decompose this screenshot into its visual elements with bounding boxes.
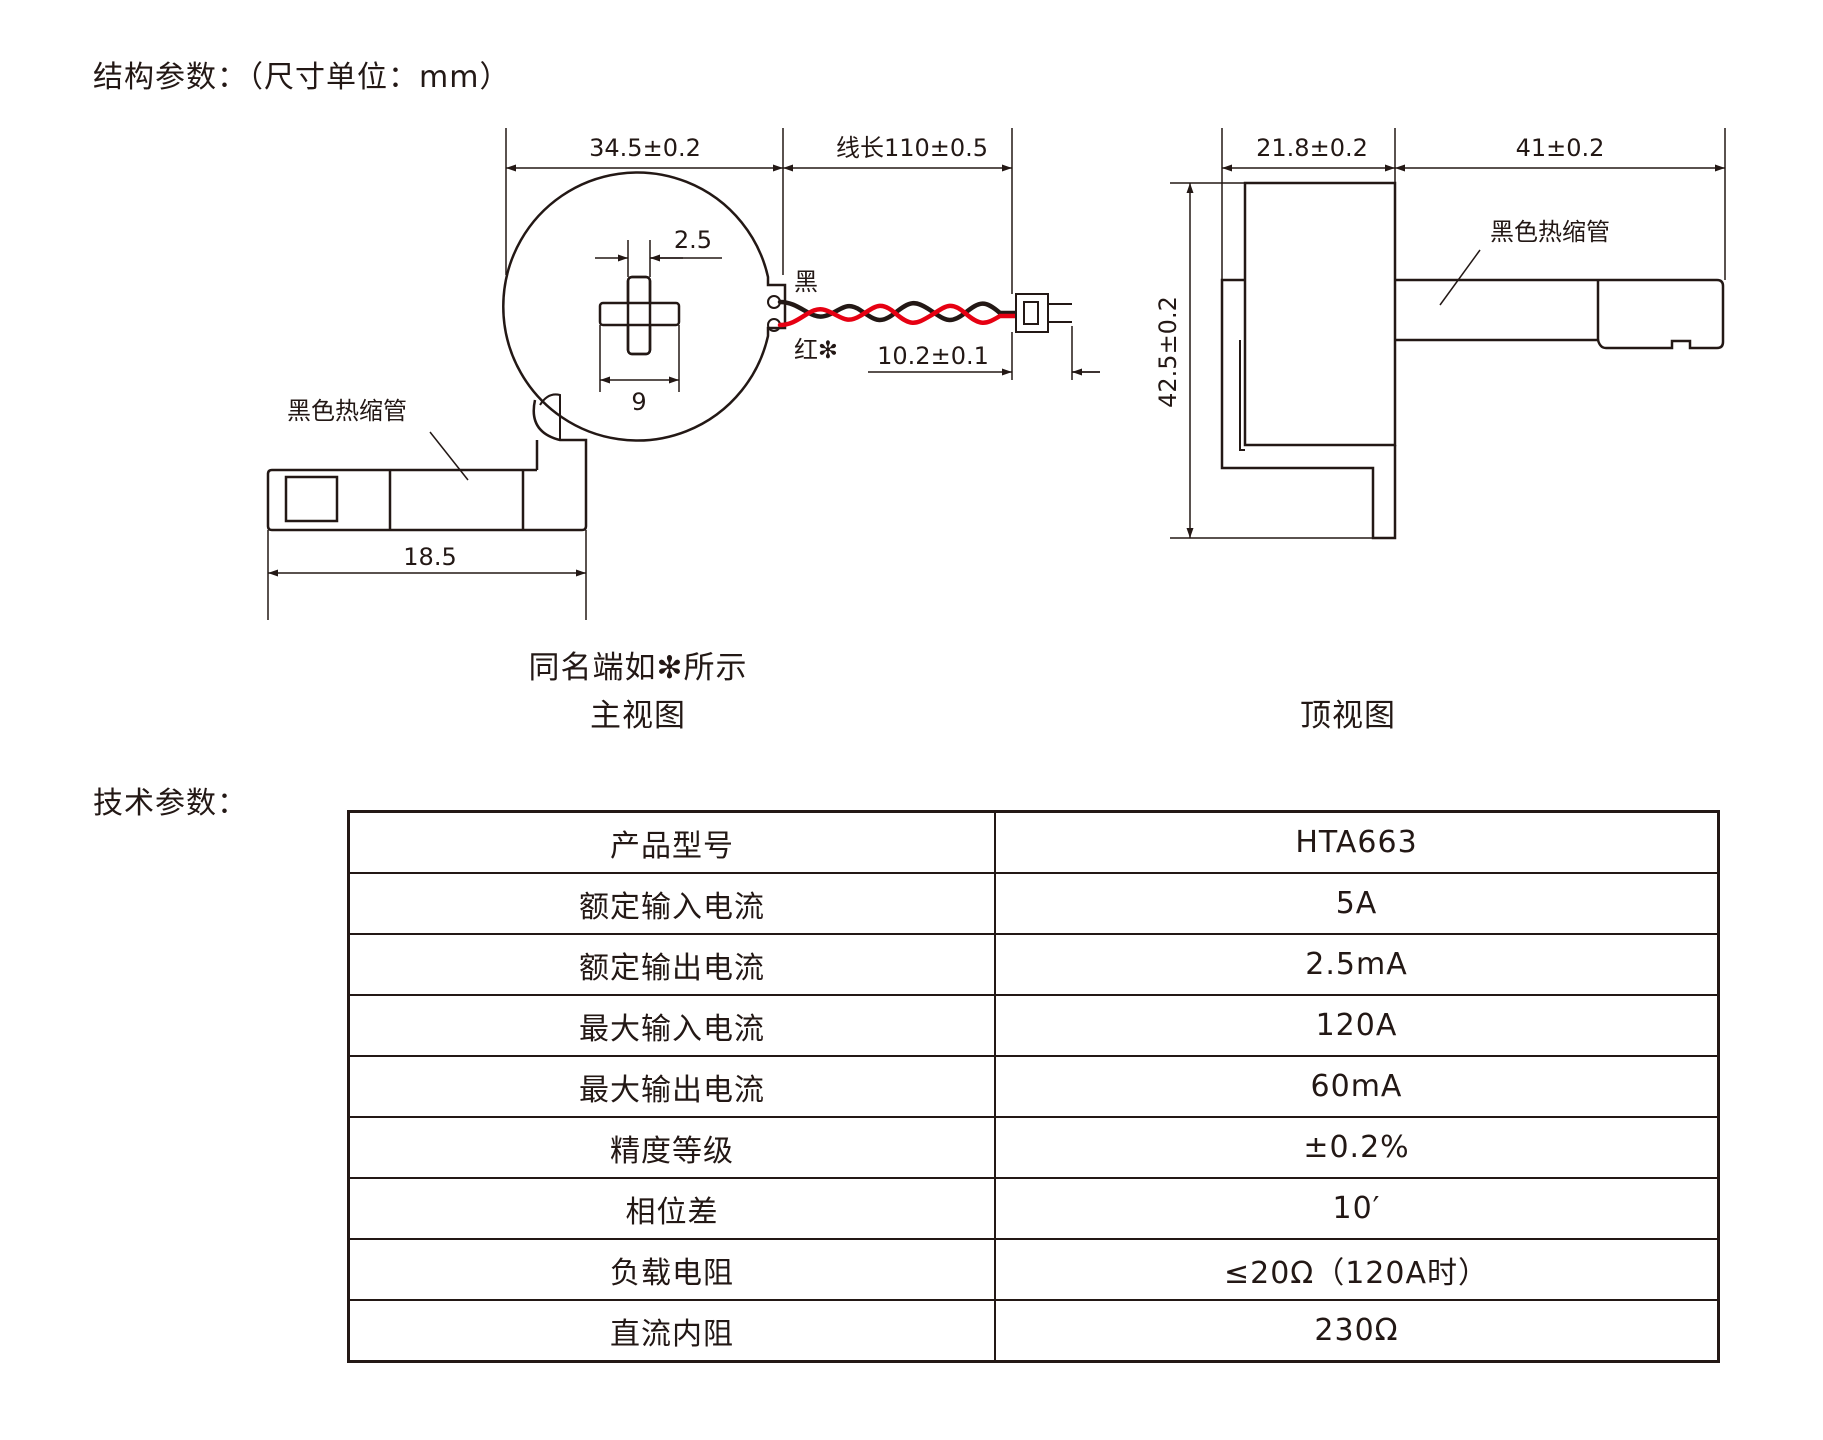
dim-outer-diameter: 34.5±0.2: [589, 134, 701, 162]
top-view-leg: [1395, 278, 1725, 350]
dim-wire-length: 线长110±0.5: [836, 134, 988, 162]
param-value: 230Ω: [994, 1299, 1720, 1363]
table-row: 精度等级 ±0.2%: [347, 1116, 1720, 1179]
param-value: 2.5mA: [994, 933, 1720, 996]
main-view-dimensions: [267, 128, 1100, 620]
top-view-dimensions: [1170, 128, 1726, 539]
technical-drawings: 34.5±0.2 线长110±0.5 2.5 9 10.2±0.1 18.5 黑…: [266, 128, 1726, 620]
param-value: 10′: [994, 1177, 1720, 1240]
table-row: 最大输出电流 60mA: [347, 1055, 1720, 1118]
dim-top-height: 42.5±0.2: [1154, 296, 1182, 408]
spec-table: 产品型号 HTA663 额定输入电流 5A 额定输出电流 2.5mA 最大输入电…: [347, 810, 1720, 1363]
centre-slot: [598, 275, 681, 356]
main-view-note: 同名端如✻所示: [528, 650, 748, 686]
param-name: 产品型号: [347, 810, 996, 874]
table-row: 最大输入电流 120A: [347, 994, 1720, 1057]
top-view-body: [1220, 181, 1397, 540]
dim-top-leg: 41±0.2: [1516, 134, 1605, 162]
dim-slot-width: 2.5: [674, 226, 712, 254]
param-value: HTA663: [994, 810, 1720, 874]
label-red-wire: 红✻: [794, 336, 838, 364]
sleeve-leader-main: [429, 431, 469, 481]
param-name: 最大输入电流: [347, 994, 996, 1057]
tech-heading: 技术参数：: [93, 786, 248, 821]
table-row: 额定输出电流 2.5mA: [347, 933, 1720, 996]
main-view-caption: 主视图: [590, 698, 686, 734]
main-view-labels: 34.5±0.2 线长110±0.5 2.5 9 10.2±0.1 18.5 黑…: [287, 134, 989, 571]
table-row: 额定输入电流 5A: [347, 872, 1720, 935]
main-view-drawing: [266, 171, 1072, 532]
main-view-leg: [266, 393, 588, 532]
param-name: 额定输入电流: [347, 872, 996, 935]
wire-connector: [1015, 293, 1072, 333]
table-row: 产品型号 HTA663: [347, 810, 1720, 874]
param-name: 直流内阻: [347, 1299, 996, 1363]
top-view-caption: 顶视图: [1300, 698, 1396, 734]
dim-leg-length: 18.5: [403, 543, 456, 571]
label-sleeve-top: 黑色热缩管: [1490, 218, 1610, 246]
param-name: 最大输出电流: [347, 1055, 996, 1118]
label-sleeve-main: 黑色热缩管: [287, 397, 407, 425]
table-row: 相位差 10′: [347, 1177, 1720, 1240]
twisted-wires: [777, 299, 1021, 328]
structure-heading: 结构参数：（尺寸单位：mm）: [93, 60, 511, 95]
param-value: ≤20Ω（120A时）: [994, 1238, 1720, 1301]
param-value: 60mA: [994, 1055, 1720, 1118]
param-value: 5A: [994, 872, 1720, 935]
sleeve-leader-top: [1439, 249, 1481, 306]
label-black-wire: 黑: [794, 268, 818, 296]
table-row: 直流内阻 230Ω: [347, 1299, 1720, 1363]
dim-connector: 10.2±0.1: [877, 342, 989, 370]
param-name: 相位差: [347, 1177, 996, 1240]
param-name: 精度等级: [347, 1116, 996, 1179]
param-name: 负载电阻: [347, 1238, 996, 1301]
table-row: 负载电阻 ≤20Ω（120A时）: [347, 1238, 1720, 1301]
dim-slot-length: 9: [631, 388, 646, 416]
dim-top-depth: 21.8±0.2: [1256, 134, 1368, 162]
param-value: 120A: [994, 994, 1720, 1057]
param-value: ±0.2%: [994, 1116, 1720, 1179]
param-name: 额定输出电流: [347, 933, 996, 996]
top-view-labels: 21.8±0.2 41±0.2 42.5±0.2 黑色热缩管: [1154, 134, 1610, 408]
top-view-drawing: [1220, 181, 1725, 540]
